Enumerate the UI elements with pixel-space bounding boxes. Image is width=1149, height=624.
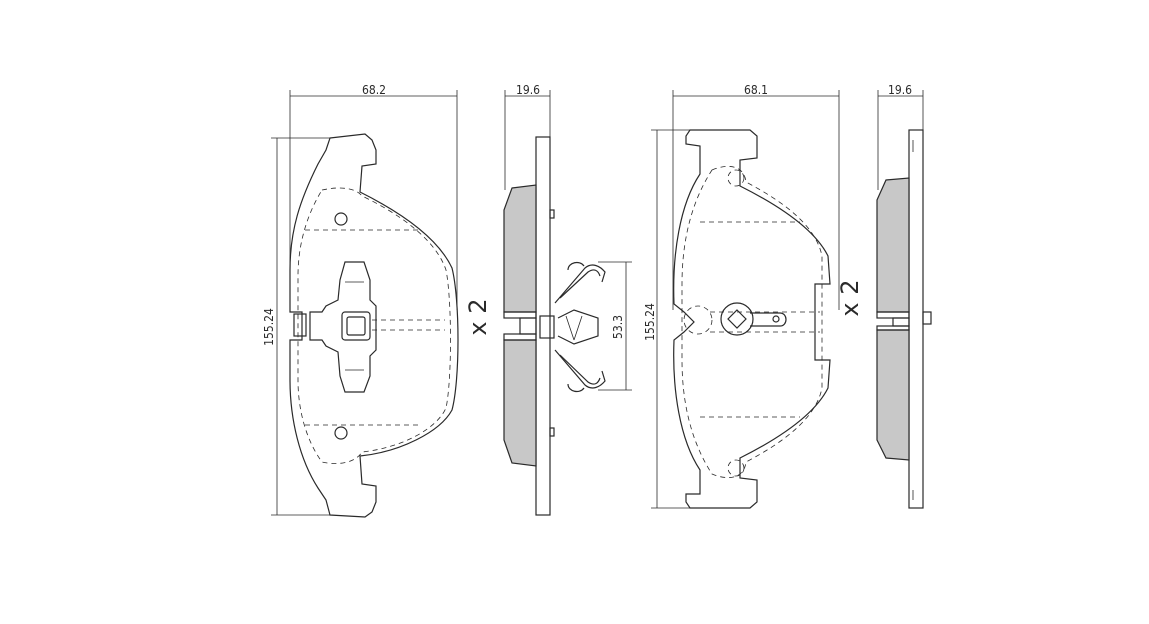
left-pad-spring-dim-label: 53.3 [611,315,625,339]
right-pad-quantity-label: x 2 [836,279,864,316]
right-pad-width-label: 68.1 [744,83,768,97]
right-pad-width-dimension: 68.1 [672,83,840,310]
left-pad-side-backing-plate [535,136,551,516]
left-pad-side-slot-bottom [503,333,537,341]
right-pad-side-backing-plate [908,129,924,509]
right-pad-side-slot [892,317,910,327]
left-pad-quantity-label: x 2 [464,298,492,335]
left-pad-side-friction-lower [503,339,537,467]
right-pad-side-view: 19.6 [876,83,932,509]
left-pad-center-clip [309,261,377,393]
left-pad-height-label: 155.24 [262,308,276,346]
left-pad-clip-slots [345,281,364,371]
left-pad-side-pin-top [549,209,555,219]
left-pad-side-thickness-label: 19.6 [516,83,540,97]
left-pad-side-clip-base [539,315,555,339]
right-pad-front-view: 68.1 155.24 [643,83,840,509]
left-pad-width-dimension: 68.2 [289,83,458,310]
left-pad-sensor-connector [293,313,307,337]
right-pad-side-slot-bottom [876,325,910,331]
right-pad-side-thickness-dimension: 19.6 [877,83,924,190]
right-pad-side-thickness-label: 19.6 [888,83,912,97]
left-pad-clip-inner-square [346,316,366,336]
right-pad-lower-dash-circle [727,459,745,477]
left-pad-upper-hole [334,212,348,226]
left-pad-side-view: 19.6 [503,83,555,516]
right-pad-side-pin [922,311,932,325]
left-pad-height-dimension: 155.24 [262,137,330,516]
left-pad-backing-plate [289,133,459,518]
right-pad-upper-dash-circle [727,169,745,187]
right-pad-height-label: 155.24 [643,303,657,341]
left-pad-spring-dimension: 53.3 [598,261,632,391]
left-pad-side-friction-upper [503,184,537,313]
left-pad-side-pin-bottom [549,427,555,437]
right-pad-side-friction-upper [876,177,910,313]
left-pad-spring-clip: 53.3 [554,261,632,393]
left-pad-front-view: 68.2 155.24 [262,83,459,518]
left-pad-width-label: 68.2 [362,83,386,97]
right-pad-backing-plate [673,129,831,509]
right-pad-wear-indicator [720,302,787,336]
left-pad-clip-square [341,311,371,341]
left-pad-friction-outline [297,187,451,464]
right-pad-side-dash-circle [683,305,713,335]
right-pad-side-friction-lower [876,329,910,461]
left-pad-side-slot [519,317,537,335]
left-pad-side-thickness-dimension: 19.6 [504,83,551,190]
right-pad-side-slot-top [876,311,910,319]
left-pad-side-slot-top [503,311,537,319]
right-pad-friction-outline [681,166,823,478]
right-pad-height-dimension: 155.24 [643,129,690,509]
left-pad-lower-hole [334,426,348,440]
